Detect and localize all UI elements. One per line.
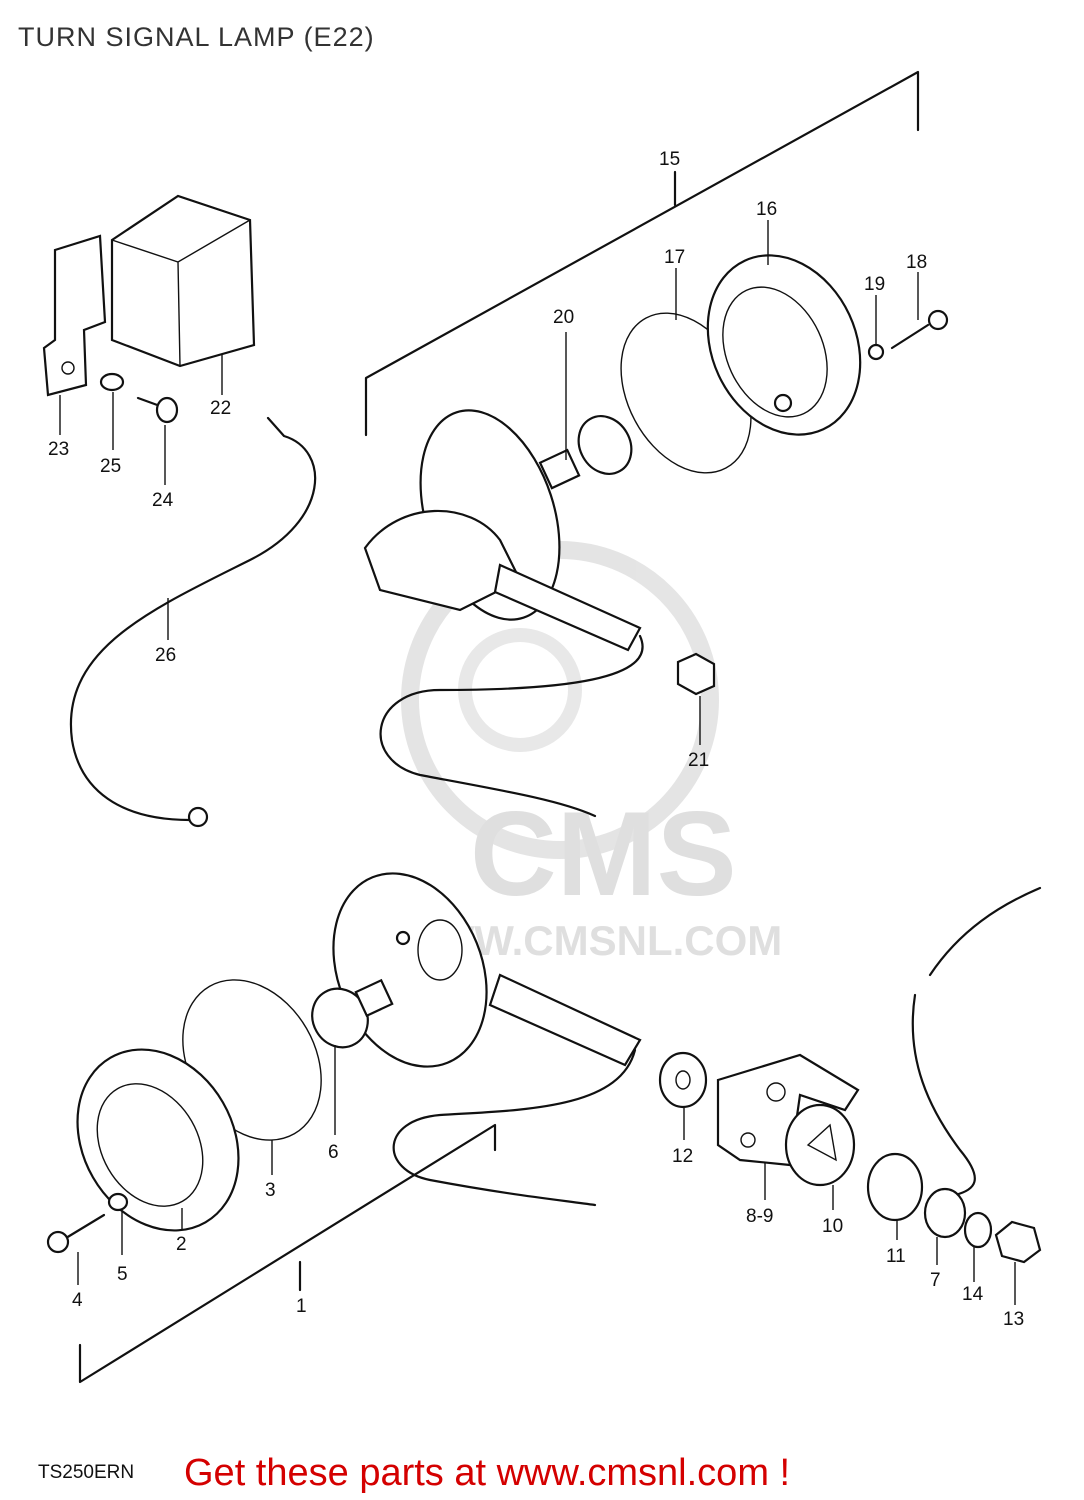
label-part-6: 6	[328, 1142, 339, 1163]
label-part-23: 23	[48, 439, 69, 460]
label-part-13: 13	[1003, 1309, 1024, 1330]
relay-bracket	[42, 234, 107, 397]
washer-19	[867, 343, 885, 361]
label-part-12: 12	[672, 1146, 693, 1167]
bulb-upper	[538, 415, 633, 490]
screw-18	[890, 309, 949, 350]
screw-24	[136, 396, 179, 424]
damper-11	[866, 1152, 924, 1222]
label-part-14: 14	[962, 1284, 984, 1305]
upper-assembly-bracket	[364, 70, 920, 437]
nut-13	[994, 1220, 1042, 1264]
terminal-wire	[911, 886, 1042, 1197]
label-part-17: 17	[664, 247, 685, 268]
label-part-8-9: 8-9	[746, 1206, 773, 1227]
watermark: CMS WWW.CMSNL.COM	[395, 541, 782, 964]
washer-5	[107, 1192, 129, 1212]
label-part-4: 4	[72, 1290, 83, 1311]
ground-eyelet	[187, 806, 209, 828]
label-part-20: 20	[553, 307, 574, 328]
label-part-2: 2	[176, 1234, 187, 1255]
footer-link[interactable]: Get these parts at www.cmsnl.com !	[184, 1452, 791, 1494]
label-part-24: 24	[152, 490, 174, 511]
label-part-16: 16	[756, 199, 777, 220]
screw-4	[46, 1213, 106, 1254]
upper-lamp-housing	[363, 409, 642, 652]
label-part-5: 5	[117, 1264, 128, 1285]
label-part-18: 18	[906, 252, 927, 273]
diagram-code: TS250ERN	[38, 1462, 135, 1483]
label-part-25: 25	[100, 456, 121, 477]
lock-washer-14	[963, 1211, 993, 1249]
label-part-22: 22	[210, 398, 231, 419]
lower-lamp-wire	[392, 1048, 637, 1207]
label-part-15: 15	[659, 149, 680, 170]
label-part-26: 26	[155, 645, 176, 666]
upper-lamp-wire	[379, 634, 644, 818]
watermark-brand: CMS	[470, 787, 737, 921]
lens-lower	[76, 1048, 240, 1232]
mount-bracket	[716, 1053, 860, 1167]
label-part-1: 1	[296, 1296, 307, 1317]
label-part-11: 11	[886, 1246, 906, 1267]
ground-wire	[69, 416, 317, 822]
diagram-title: TURN SIGNAL LAMP (E22)	[18, 22, 375, 52]
label-part-7: 7	[930, 1270, 941, 1291]
damper-10	[784, 1103, 856, 1187]
label-part-19: 19	[864, 274, 885, 295]
lower-lamp-housing	[332, 872, 642, 1068]
relay-unit	[110, 194, 256, 368]
bulb-lower	[311, 978, 394, 1049]
lens-upper	[706, 254, 862, 436]
lower-assembly-bracket	[78, 1123, 497, 1384]
leader-lines	[59, 220, 1016, 1305]
label-part-21: 21	[688, 750, 709, 771]
nut-21	[676, 652, 716, 696]
label-part-3: 3	[265, 1180, 276, 1201]
washer-12	[658, 1051, 708, 1109]
part-labels: 23 25 24 22 26 20 17 15 16 19 18 21 6 3 …	[48, 149, 1024, 1330]
washer-7	[923, 1187, 967, 1239]
washer-25	[99, 372, 125, 392]
label-part-10: 10	[822, 1216, 843, 1237]
